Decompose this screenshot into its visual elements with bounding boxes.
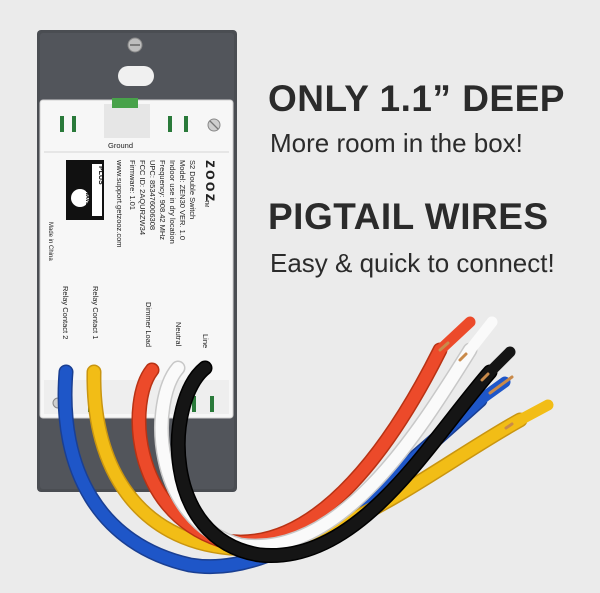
wires-headline: PIGTAIL WIRES <box>268 196 549 237</box>
terminal-label-neutral: Neutral <box>174 322 183 347</box>
depth-subline: More room in the box! <box>270 128 523 158</box>
terminal-label-relay-1: Relay Contact 1 <box>91 286 100 339</box>
wire-black <box>172 362 496 562</box>
depth-headline: ONLY 1.1” DEEP <box>268 78 565 119</box>
terminal-labels: Line Neutral Dimmer Load Relay Contact 1… <box>61 286 210 348</box>
terminal-label-line: Line <box>201 334 210 348</box>
terminal-label-relay-2: Relay Contact 2 <box>61 286 70 339</box>
svg-text:Firmware: 1.01: Firmware: 1.01 <box>128 160 137 210</box>
svg-text:Model: ZEN30 VER. 1.0: Model: ZEN30 VER. 1.0 <box>178 160 187 240</box>
svg-text:UPC: 853476006308: UPC: 853476006308 <box>148 160 157 230</box>
svg-text:www.support.getzooz.com: www.support.getzooz.com <box>115 159 124 248</box>
svg-text:WAVE: WAVE <box>84 190 90 206</box>
brand-logo: zooz <box>202 160 219 204</box>
svg-text:S2 Double Switch: S2 Double Switch <box>188 160 197 219</box>
svg-text:Made in China: Made in China <box>47 222 53 261</box>
wire-blue <box>59 366 486 573</box>
pigtail-wires <box>57 316 554 575</box>
ground-terminal-icon <box>112 98 138 108</box>
device-label-text: zooz TM S2 Double Switch Model: ZEN30 VE… <box>47 159 219 261</box>
svg-text:FCC ID: 2AQURZW34: FCC ID: 2AQURZW34 <box>138 160 147 235</box>
ground-label: Ground <box>108 141 133 150</box>
mounting-slot <box>118 66 154 86</box>
terminal-label-dimmer-load: Dimmer Load <box>144 302 153 347</box>
svg-text:PLUS: PLUS <box>97 166 104 185</box>
svg-text:Indoor use in dry location: Indoor use in dry location <box>168 160 177 244</box>
wires-subline: Easy & quick to connect! <box>270 248 555 278</box>
svg-text:TM: TM <box>203 200 209 207</box>
svg-text:Frequency: 908.42 MHz: Frequency: 908.42 MHz <box>158 160 167 240</box>
zwave-plus-logo: PLUS WAVE <box>66 160 104 220</box>
